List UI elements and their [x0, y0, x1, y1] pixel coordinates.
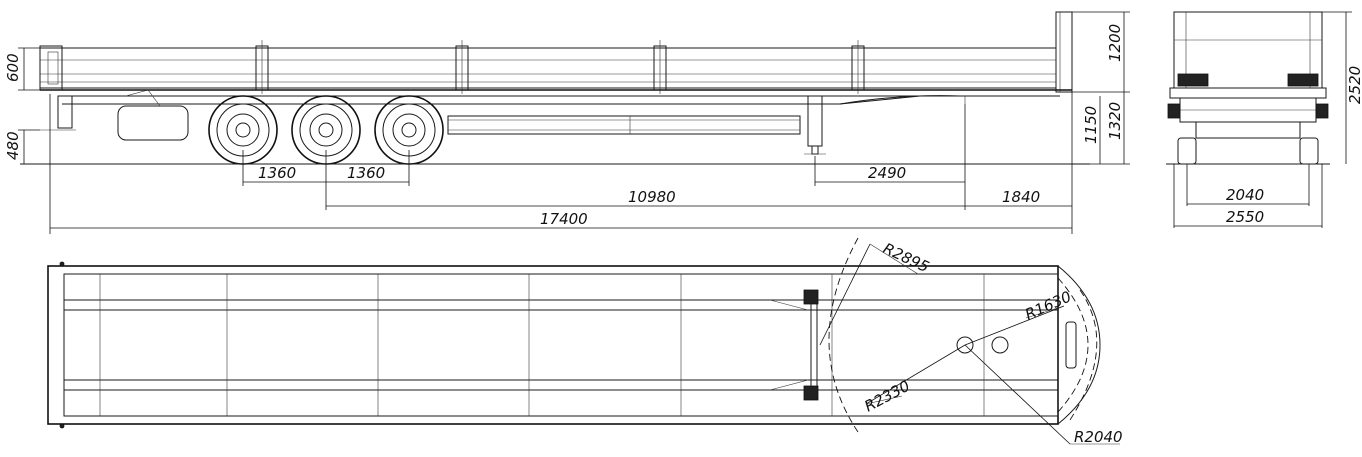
dim-1200: 1200 — [1106, 24, 1124, 62]
dim-r2040: R2040 — [1074, 428, 1123, 446]
side-view-dimensions: 600 480 1360 1360 2490 10980 1840 17400 … — [4, 11, 1130, 234]
dim-r2330: R2330 — [861, 377, 912, 416]
dim-1360-a: 1360 — [258, 164, 296, 182]
dim-1840: 1840 — [1002, 188, 1040, 206]
front-view-dimensions: 2520 2040 2550 — [1173, 11, 1362, 228]
dim-2040: 2040 — [1226, 186, 1264, 204]
dim-r2895: R2895 — [880, 239, 932, 276]
dim-2490: 2490 — [868, 164, 906, 182]
dim-2520: 2520 — [1346, 66, 1362, 104]
dim-17400: 17400 — [540, 210, 588, 228]
dim-1360-b: 1360 — [347, 164, 385, 182]
landing-leg — [804, 95, 826, 155]
dim-10980: 10980 — [628, 188, 676, 206]
dim-1320: 1320 — [1106, 102, 1124, 140]
dim-480: 480 — [4, 131, 22, 160]
dim-1150: 1150 — [1082, 106, 1100, 144]
top-view — [47, 237, 1120, 445]
side-view — [20, 11, 1090, 165]
front-view — [1166, 11, 1330, 165]
dim-2550: 2550 — [1226, 208, 1264, 226]
dim-r1630: R1630 — [1022, 287, 1074, 323]
dim-600: 600 — [4, 53, 22, 82]
